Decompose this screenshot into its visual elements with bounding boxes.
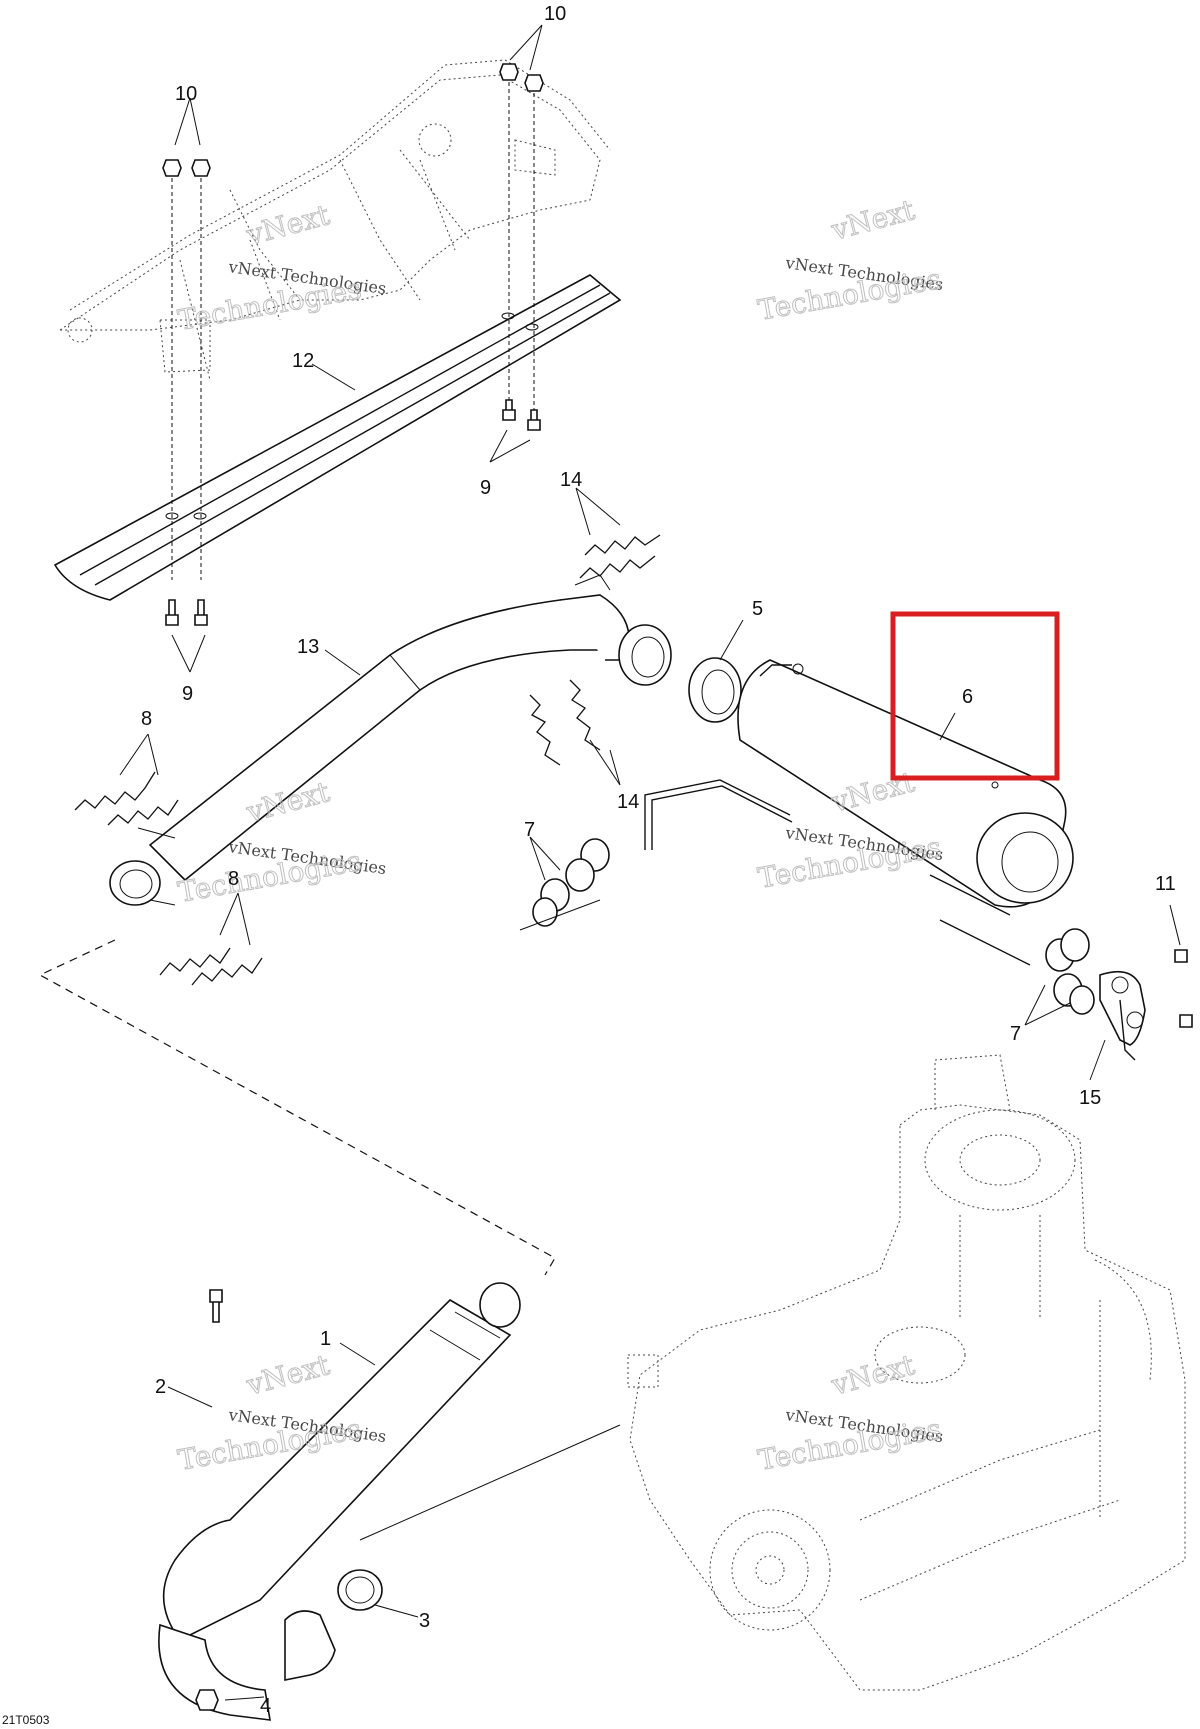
figure-code: 21T0503 <box>2 1713 50 1727</box>
callout-15: 15 <box>1079 1087 1101 1109</box>
header-pipe <box>158 1282 521 1721</box>
watermark-text: Technologies <box>175 272 363 337</box>
watermarks: vNext Technologies Technologies vNext vN… <box>175 192 944 1477</box>
callout-10: 10 <box>175 83 197 105</box>
callout-2: 2 <box>155 1376 166 1398</box>
watermark-text: vNext <box>827 1348 918 1402</box>
bolts-9-left <box>165 599 208 626</box>
nuts-10-left <box>162 159 211 580</box>
part-6-highlight-box <box>890 611 1060 781</box>
heat-shield <box>53 274 622 601</box>
callout-7: 7 <box>524 819 535 841</box>
watermark-text: vNext <box>827 193 918 247</box>
callout-10: 10 <box>544 3 566 25</box>
watermark-text: vNext <box>242 198 333 252</box>
engine-outline <box>627 1054 1186 1691</box>
mounting-bracket <box>1099 949 1193 1061</box>
callout-9: 9 <box>480 477 491 499</box>
callout-5: 5 <box>752 598 763 620</box>
callout-8: 8 <box>141 708 152 730</box>
rubber-mounts <box>519 838 1095 1015</box>
callout-13: 13 <box>297 636 319 658</box>
sealing-ring <box>688 657 742 723</box>
assembly-guides <box>38 939 621 1541</box>
callouts: 10 10 12 9 14 5 13 9 6 8 14 7 8 11 7 15 … <box>2 3 1176 1727</box>
callout-9: 9 <box>182 683 193 705</box>
muffler <box>644 659 1074 966</box>
callout-6: 6 <box>962 686 973 708</box>
callout-7: 7 <box>1010 1023 1021 1045</box>
callout-12: 12 <box>292 350 314 372</box>
callout-11: 11 <box>1155 873 1176 895</box>
nuts-10-right <box>499 63 544 420</box>
callout-14: 14 <box>617 791 639 813</box>
callout-4: 4 <box>260 1695 271 1717</box>
callout-14: 14 <box>560 469 582 491</box>
springs <box>74 534 661 986</box>
frame-outline <box>58 59 611 381</box>
bolts-9-right <box>502 399 541 431</box>
leader-lines <box>119 24 1181 1701</box>
watermark-text: vNext <box>242 1348 333 1402</box>
callout-3: 3 <box>419 1610 430 1632</box>
callout-8: 8 <box>228 868 239 890</box>
callout-1: 1 <box>320 1328 331 1350</box>
